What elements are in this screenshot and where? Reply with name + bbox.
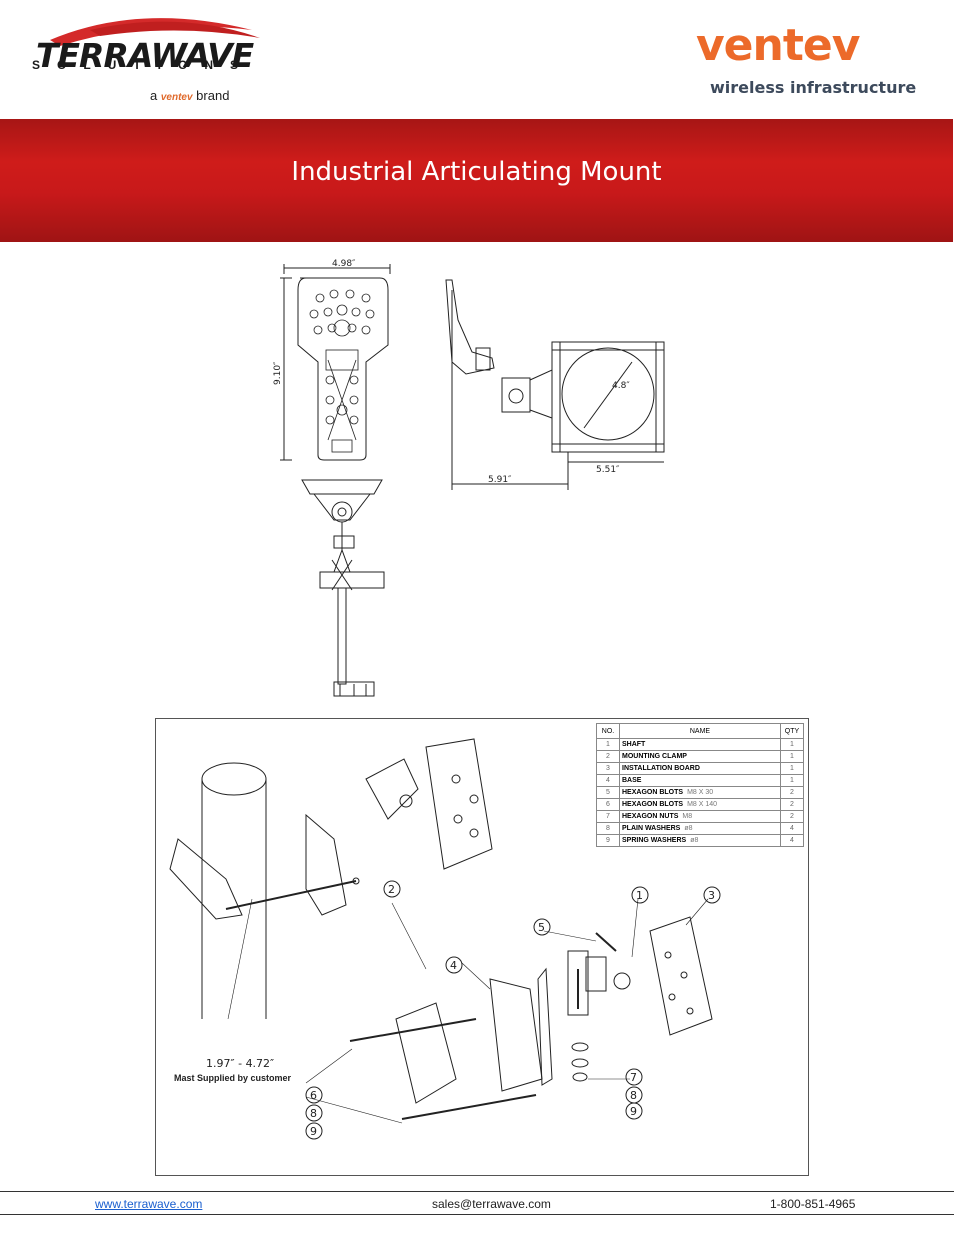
row-name-cell: MOUNTING CLAMP <box>619 750 781 763</box>
brand-prefix: a <box>150 88 158 103</box>
row-name: INSTALLATION BOARD <box>622 765 700 772</box>
row-spec: ø8 <box>684 825 693 832</box>
row-name-cell: INSTALLATION BOARD <box>619 762 781 775</box>
callout-6: 6 <box>310 1089 317 1102</box>
row-no: 4 <box>596 774 620 787</box>
dimension-drawing-svg: 4.98″ 9.10″ 4.8″ 5.51″ <box>273 259 665 697</box>
row-qty: 2 <box>780 798 804 811</box>
row-name: BASE <box>622 777 642 784</box>
header-qty: QTY <box>780 723 804 739</box>
dim-depth-label: 5.91″ <box>488 475 512 485</box>
callout-2: 2 <box>388 883 395 896</box>
callout-8-right: 8 <box>630 1089 637 1102</box>
callout-9-left: 9 <box>310 1125 317 1138</box>
callout-8-left: 8 <box>310 1107 317 1120</box>
ventev-logo: ventev wireless infrastructure <box>690 20 940 100</box>
row-spec: ø8 <box>690 837 699 844</box>
row-no: 7 <box>596 810 620 823</box>
dimension-drawing: 4.98″ 9.10″ 4.8″ 5.51″ <box>262 250 692 710</box>
footer-rule-bottom <box>0 1214 954 1215</box>
callout-9-right: 9 <box>630 1105 637 1118</box>
callout-7: 7 <box>630 1071 637 1084</box>
callout-3: 3 <box>708 889 715 902</box>
row-name: SPRING WASHERS <box>622 837 687 844</box>
row-name: MOUNTING CLAMP <box>622 753 687 760</box>
row-name: HEXAGON BLOTS <box>622 801 684 808</box>
header-name: NAME <box>619 723 781 739</box>
footer-email: sales@terrawave.com <box>432 1197 551 1211</box>
terrawave-swoosh-icon <box>50 18 260 46</box>
ventev-tagline: wireless infrastructure <box>710 78 917 97</box>
row-qty: 4 <box>780 834 804 847</box>
mast-note-label: Mast Supplied by customer <box>174 1073 292 1083</box>
row-no: 1 <box>596 738 620 751</box>
row-no: 6 <box>596 798 620 811</box>
row-qty: 1 <box>780 738 804 751</box>
row-qty: 1 <box>780 774 804 787</box>
footer-phone: 1-800-851-4965 <box>770 1197 856 1211</box>
title-banner: Industrial Articulating Mount <box>0 119 953 242</box>
row-name-cell: BASE <box>619 774 781 787</box>
brand-suffix: brand <box>196 88 230 103</box>
row-no: 2 <box>596 750 620 763</box>
row-qty: 2 <box>780 810 804 823</box>
exploded-assembly-svg: 1.97″ - 4.72″ Mast Supplied by customer … <box>169 738 721 1140</box>
ventev-wordmark: ventev <box>696 20 860 71</box>
terrawave-solutions: SOLUTIONS <box>32 58 256 72</box>
header-no: NO. <box>596 723 620 739</box>
row-no: 3 <box>596 762 620 775</box>
terrawave-logo: TERRAWAVE SOLUTIONS a ventev brand <box>30 10 270 110</box>
dim-diameter-label: 4.8″ <box>612 381 630 391</box>
row-qty: 2 <box>780 786 804 799</box>
dim-clamp-width-label: 5.51″ <box>596 465 620 475</box>
row-name: SHAFT <box>622 741 646 748</box>
row-qty: 1 <box>780 750 804 763</box>
row-name: HEXAGON NUTS <box>622 813 679 820</box>
footer-rule-top <box>0 1191 954 1192</box>
row-name: PLAIN WASHERS <box>622 825 681 832</box>
website-link[interactable]: www.terrawave.com <box>95 1197 203 1211</box>
parts-table-header: NO. NAME QTY <box>596 723 804 739</box>
footer-website[interactable]: www.terrawave.com <box>95 1197 202 1211</box>
row-qty: 1 <box>780 762 804 775</box>
dim-height-label: 9.10″ <box>273 361 283 385</box>
terrawave-brand-line: a ventev brand <box>150 88 229 103</box>
row-no: 9 <box>596 834 620 847</box>
terrawave-wordmark: TERRAWAVE <box>36 36 254 75</box>
row-no: 8 <box>596 822 620 835</box>
dim-width-label: 4.98″ <box>332 259 356 269</box>
brand-name: ventev <box>160 92 193 103</box>
callout-5: 5 <box>538 921 545 934</box>
callout-4: 4 <box>450 959 457 972</box>
row-spec: M8 <box>682 813 693 820</box>
row-name: HEXAGON BLOTS <box>622 789 684 796</box>
page-title: Industrial Articulating Mount <box>291 157 662 187</box>
row-spec: M8 X 140 <box>687 801 718 808</box>
mast-range-label: 1.97″ - 4.72″ <box>206 1057 274 1070</box>
row-spec: M8 X 30 <box>687 789 714 796</box>
exploded-assembly-drawing: 1.97″ - 4.72″ Mast Supplied by customer … <box>155 718 809 1176</box>
callout-1: 1 <box>636 889 643 902</box>
row-name-cell: SHAFT <box>619 738 781 751</box>
row-qty: 4 <box>780 822 804 835</box>
row-no: 5 <box>596 786 620 799</box>
